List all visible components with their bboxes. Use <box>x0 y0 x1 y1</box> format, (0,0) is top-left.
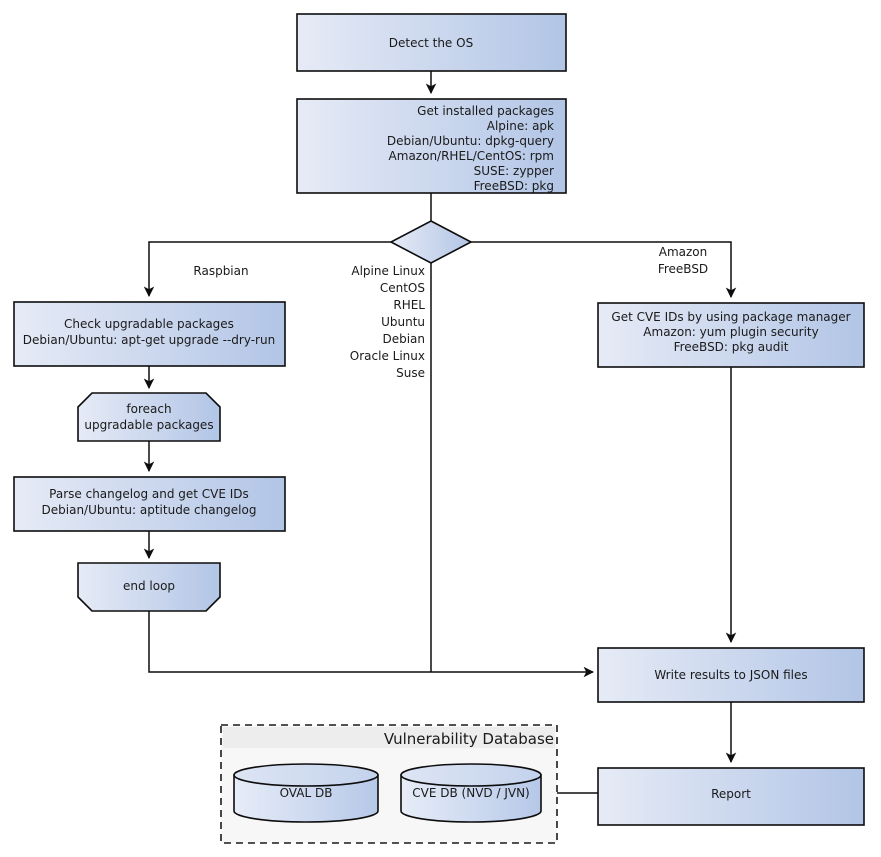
edge-label-os-list-line-3: Ubuntu <box>381 315 425 329</box>
node-end-loop-label: end loop <box>123 579 175 593</box>
node-get-installed-packages[interactable]: Get installed packages Alpine: apk Debia… <box>296 98 567 194</box>
connector-decision-raspbian <box>143 241 391 298</box>
node-detect-os[interactable]: Detect the OS <box>296 13 567 72</box>
node-parse-changelog[interactable]: Parse changelog and get CVE IDs Debian/U… <box>13 476 286 532</box>
node-detect-os-label: Detect the OS <box>389 36 473 50</box>
node-foreach-loop-line-0: foreach <box>126 402 171 416</box>
node-get-cve-ids-line-1: Amazon: yum plugin security <box>643 325 818 339</box>
node-get-cve-ids-shape[interactable] <box>597 302 865 368</box>
group-vulnerability-database-title: Vulnerability Database <box>384 730 554 748</box>
node-oval-db-body[interactable] <box>233 774 379 823</box>
node-os-decision[interactable] <box>389 220 473 264</box>
edge-label-os-list-line-6: Suse <box>396 366 425 380</box>
node-parse-changelog-line-1: Debian/Ubuntu: aptitude changelog <box>42 503 257 517</box>
node-report[interactable]: Report <box>597 767 865 826</box>
node-get-installed-packages-shape[interactable] <box>296 98 567 194</box>
node-write-results[interactable]: Write results to JSON files <box>597 647 865 703</box>
node-write-results-label: Write results to JSON files <box>654 668 807 682</box>
node-cve-db-label: CVE DB (NVD / JVN) <box>412 786 529 800</box>
edge-label-amazon-line-0: Amazon <box>659 245 708 259</box>
edge-label-os-list-line-5: Oracle Linux <box>350 349 425 363</box>
edge-label-os-list-line-0: Alpine Linux <box>351 264 425 278</box>
node-write-results-shape[interactable] <box>597 647 865 703</box>
node-cve-db-body[interactable] <box>400 774 542 823</box>
node-os-decision-shape[interactable] <box>389 220 473 264</box>
node-get-installed-packages-line-2: Debian/Ubuntu: dpkg-query <box>387 134 554 148</box>
connectors <box>143 71 737 794</box>
node-report-shape[interactable] <box>597 767 865 826</box>
node-oval-db-top <box>233 763 379 787</box>
node-get-cve-ids-line-2: FreeBSD: pkg audit <box>674 340 789 354</box>
node-get-installed-packages-line-3: Amazon/RHEL/CentOS: rpm <box>389 149 554 163</box>
node-report-label: Report <box>711 787 751 801</box>
node-cve-db[interactable]: CVE DB (NVD / JVN) <box>400 763 542 823</box>
node-get-cve-ids[interactable]: Get CVE IDs by using package manager Ama… <box>597 302 865 368</box>
node-parse-changelog-shape[interactable] <box>13 476 286 532</box>
node-get-installed-packages-line-5: FreeBSD: pkg <box>474 179 554 193</box>
node-check-upgradable-shape[interactable] <box>13 301 286 367</box>
edge-label-raspbian-line-0: Raspbian <box>193 264 248 278</box>
node-oval-db[interactable]: OVAL DB <box>233 763 379 823</box>
node-foreach-loop-shape[interactable] <box>77 392 221 442</box>
edge-label-raspbian: Raspbian <box>193 264 248 278</box>
node-get-cve-ids-line-0: Get CVE IDs by using package manager <box>611 310 850 324</box>
group-vulnerability-database: Vulnerability Database OVAL DB CVE DB (N… <box>220 724 558 844</box>
node-end-loop-shape[interactable] <box>77 562 221 612</box>
connector-decision-amazon <box>471 241 737 299</box>
node-check-upgradable-line-1: Debian/Ubuntu: apt-get upgrade --dry-run <box>23 333 275 347</box>
node-parse-changelog-line-0: Parse changelog and get CVE IDs <box>49 487 249 501</box>
node-get-installed-packages-line-0: Get installed packages <box>417 104 554 118</box>
edge-label-amazon-line-1: FreeBSD <box>658 262 708 276</box>
node-foreach-loop-line-1: upgradable packages <box>84 418 213 432</box>
edge-label-os-list-line-1: CentOS <box>380 281 425 295</box>
node-foreach-loop[interactable]: foreach upgradable packages <box>77 392 221 442</box>
edge-label-os-list: Alpine Linux CentOS RHEL Ubuntu Debian O… <box>350 264 426 380</box>
edge-label-amazon-freebsd: Amazon FreeBSD <box>658 245 708 276</box>
node-get-installed-packages-line-4: SUSE: zypper <box>474 164 554 178</box>
node-oval-db-label: OVAL DB <box>280 786 333 800</box>
node-get-installed-packages-line-1: Alpine: apk <box>487 119 554 133</box>
edge-label-os-list-line-4: Debian <box>382 332 425 346</box>
node-end-loop[interactable]: end loop <box>77 562 221 612</box>
connector-endloop-to-write <box>148 611 595 678</box>
node-detect-os-shape[interactable] <box>296 13 567 72</box>
node-check-upgradable-line-0: Check upgradable packages <box>64 317 234 331</box>
node-check-upgradable[interactable]: Check upgradable packages Debian/Ubuntu:… <box>13 301 286 367</box>
node-cve-db-top <box>400 763 542 787</box>
group-vulnerability-database-header <box>223 727 555 748</box>
edge-label-os-list-line-2: RHEL <box>393 298 425 312</box>
